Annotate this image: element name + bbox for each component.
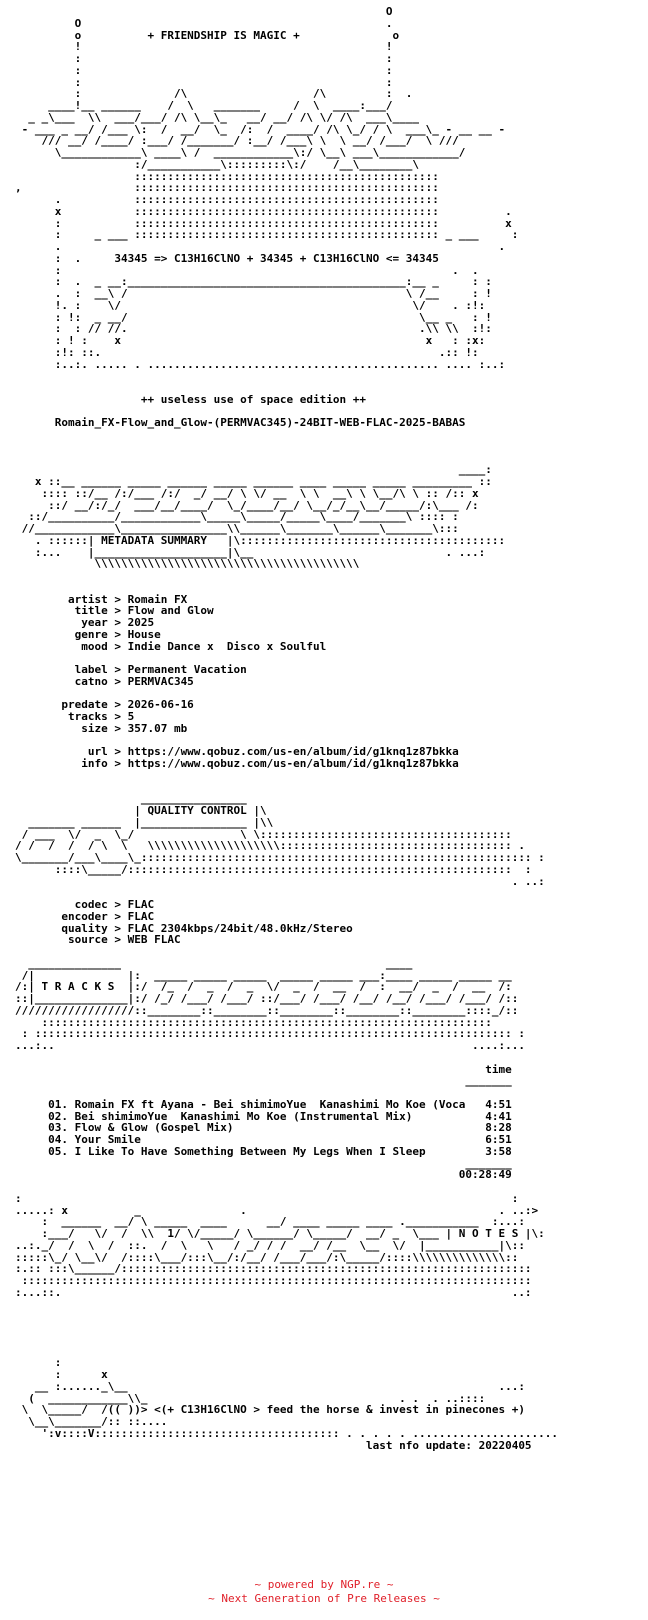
tracklist: 01. Romain FX ft Ayana - Bei shimimoYue … xyxy=(48,1097,512,1158)
nfo-text: O O . o + FRIENDSHIP IS MAGIC + o ! ! : xyxy=(15,6,558,1451)
tracks-banner: ______________ ____ /| |: _____ _____ __… xyxy=(15,956,525,1052)
metadata-summary: artist > Romain FX title > Flow and Glow… xyxy=(61,592,459,770)
tracks-time-header: time xyxy=(15,1062,512,1076)
tracks-total: 00:28:49 xyxy=(15,1168,512,1182)
nfo-header: O O . o + FRIENDSHIP IS MAGIC + o ! ! : xyxy=(15,5,519,571)
footer-powered-by: ~ powered by NGP.re ~ xyxy=(254,1578,394,1591)
quality-banner: ________________ | QUALITY CONTROL |\ __… xyxy=(15,792,545,888)
footer-ngp: ~ Next Generation of Pre Releases ~ xyxy=(208,1592,440,1605)
tracks-time-rule: _______ xyxy=(15,1074,512,1088)
tracks-total-rule: _______ xyxy=(15,1156,512,1170)
notes-banner: : : .....: x _ . . ..:> : ______ __/ \ _… xyxy=(15,1191,559,1452)
quality-section: codec > FLAC encoder > FLAC quality > FL… xyxy=(61,898,353,947)
